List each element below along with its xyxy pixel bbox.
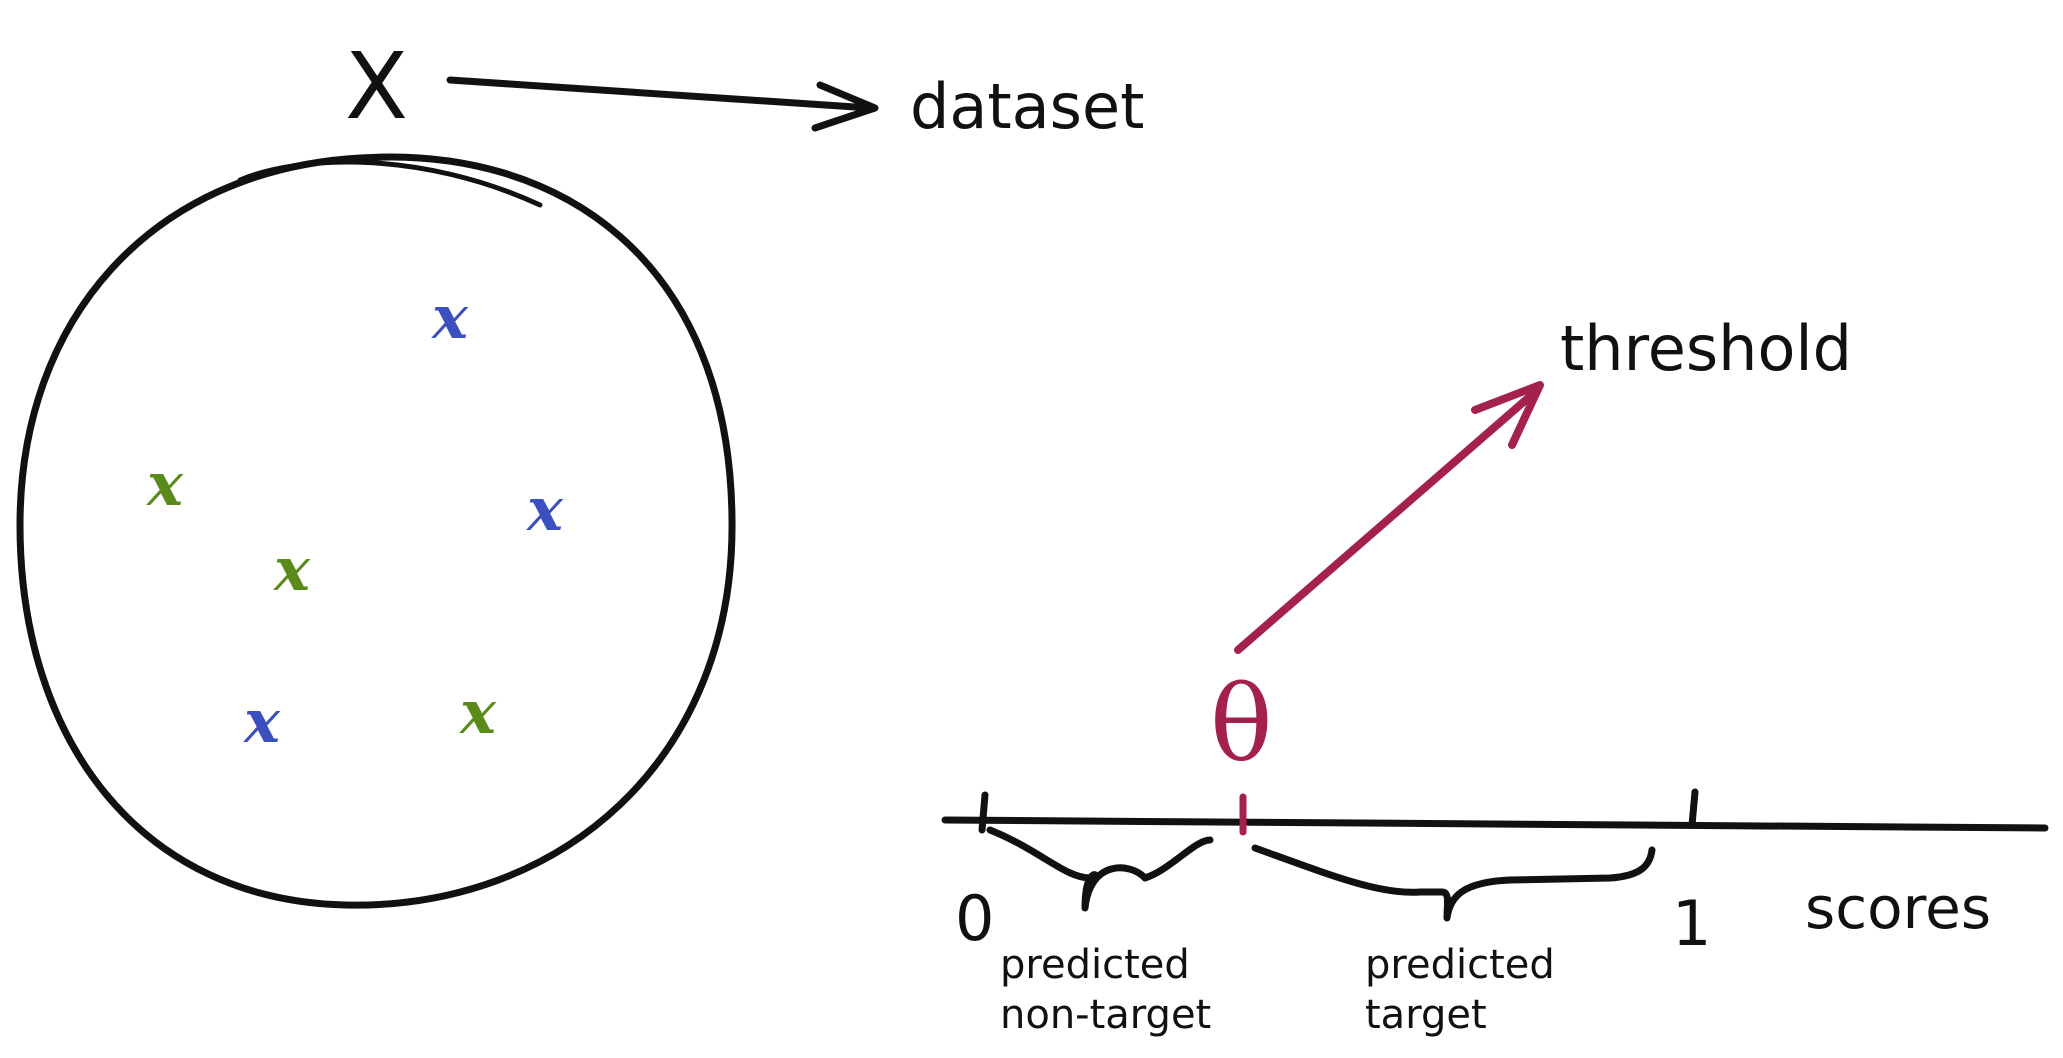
target-label-line1: predicted bbox=[1365, 942, 1555, 988]
non-target-label-line2: non-target bbox=[1000, 992, 1211, 1038]
brace-non-target bbox=[986, 826, 1214, 912]
data-point-1: x bbox=[430, 283, 469, 353]
dataset-arrow-head bbox=[811, 81, 879, 132]
scale-max-label: 1 bbox=[1672, 887, 1711, 960]
threshold-arrow-head bbox=[1471, 381, 1544, 449]
circle-stroke-overlap bbox=[237, 159, 543, 208]
data-point-6: x bbox=[458, 678, 497, 748]
data-point-4: x bbox=[272, 535, 311, 605]
threshold-label: threshold bbox=[1560, 312, 1852, 385]
threshold-symbol: θ bbox=[1210, 663, 1273, 785]
data-point-2: x bbox=[145, 450, 184, 520]
dataset-variable: X bbox=[345, 33, 408, 140]
dataset-label: dataset bbox=[910, 70, 1144, 143]
tick-zero bbox=[978, 791, 989, 834]
scores-label: scores bbox=[1805, 874, 1991, 942]
dataset-circle bbox=[16, 153, 736, 909]
score-axis-line bbox=[941, 816, 2049, 832]
dataset-arrow bbox=[446, 76, 874, 112]
non-target-label-line1: predicted bbox=[1000, 942, 1190, 988]
data-points: x x x x x x bbox=[145, 283, 564, 757]
target-label-line2: target bbox=[1365, 992, 1487, 1038]
data-point-5: x bbox=[242, 687, 281, 757]
threshold-arrow bbox=[1234, 388, 1539, 654]
scale-min-label: 0 bbox=[955, 882, 994, 955]
tick-one bbox=[1688, 788, 1699, 829]
data-point-3: x bbox=[525, 475, 564, 545]
brace-target bbox=[1251, 844, 1656, 922]
